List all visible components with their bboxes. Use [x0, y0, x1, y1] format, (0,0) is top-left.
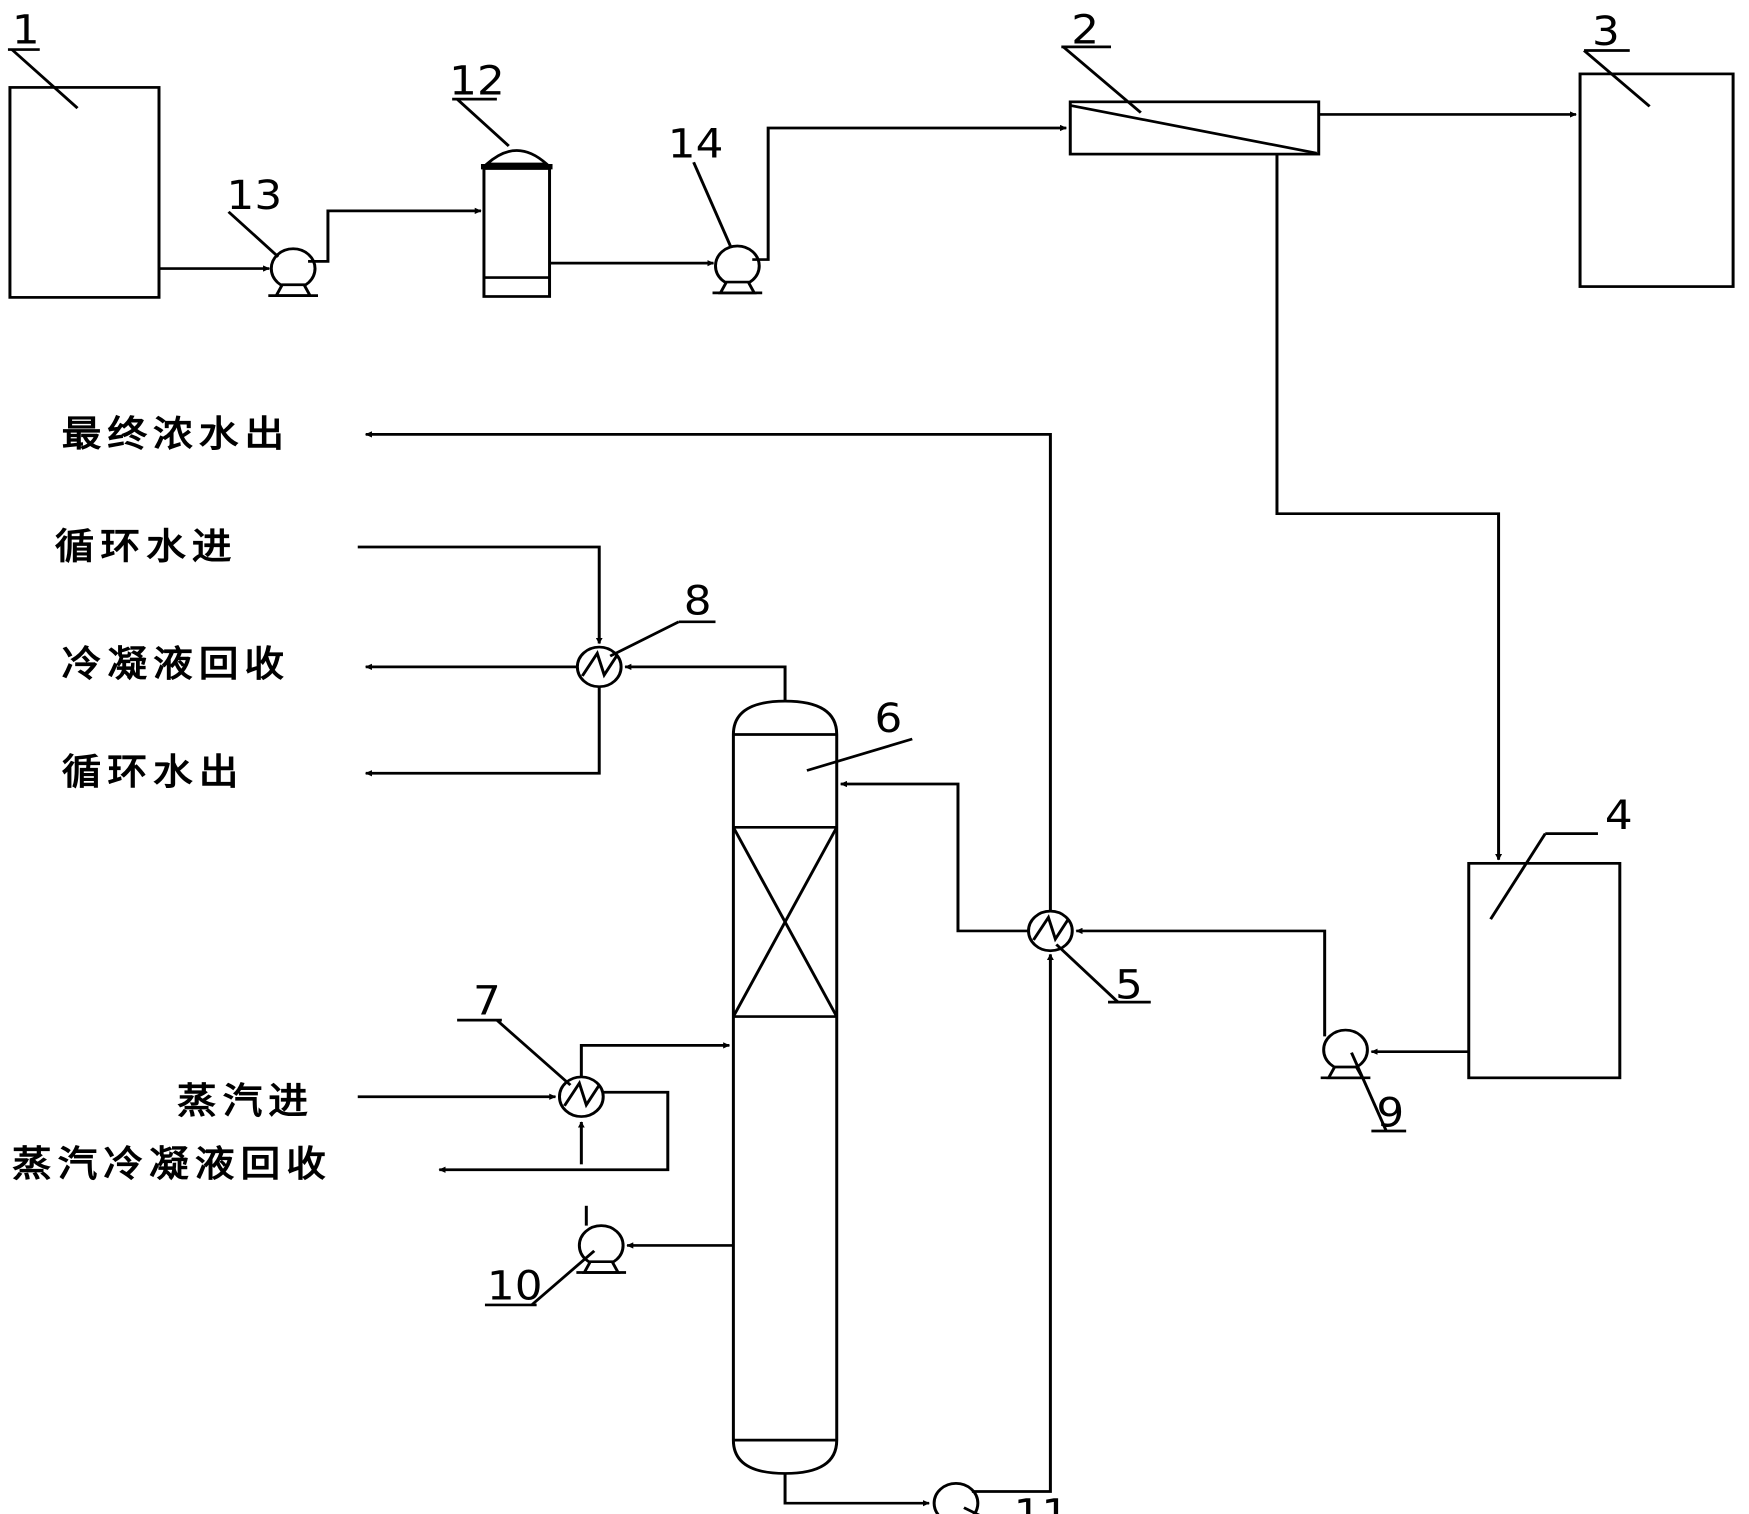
pipe-pump-11-to-hx-5 [971, 953, 1054, 1493]
pump-13: 13 [227, 172, 318, 297]
label-5: 5 [1115, 961, 1143, 1008]
reboiler-7: 7 [457, 978, 605, 1118]
label-10: 10 [487, 1262, 543, 1309]
tank-4: 4 [1467, 792, 1633, 1080]
label-cooling-water-in: 循环水进 [55, 525, 238, 568]
label-3: 3 [1592, 8, 1620, 55]
label-8: 8 [684, 578, 712, 625]
label-cooling-water-out: 循环水出 [62, 750, 245, 793]
label-12: 12 [449, 58, 505, 105]
pump-11: 11 [932, 1482, 1070, 1514]
label-steam-in: 蒸汽进 [177, 1079, 314, 1122]
label-7: 7 [473, 978, 501, 1025]
condenser-8: 8 [575, 578, 716, 689]
label-6: 6 [875, 695, 903, 742]
label-condensate-recovery: 冷凝液回收 [62, 642, 291, 685]
piping [159, 111, 1577, 1249]
tank-1: 1 [7, 6, 161, 299]
label-11: 11 [1014, 1490, 1070, 1514]
filter-12: 12 [449, 58, 553, 298]
label-13: 13 [227, 172, 283, 219]
column-6: 6 [731, 695, 913, 1475]
heat-exchanger-5: 5 [1027, 909, 1151, 1008]
pipe-column-bottom-to-pump-11 [783, 1473, 930, 1507]
label-4: 4 [1605, 792, 1633, 839]
label-2: 2 [1071, 6, 1099, 53]
pump-10: 10 [484, 1224, 627, 1309]
membrane-unit-2: 2 [1061, 6, 1321, 156]
pump-9: 9 [1320, 1028, 1407, 1136]
tank-3: 3 [1578, 8, 1735, 288]
label-steam-condensate-recovery: 蒸汽冷凝液回收 [12, 1142, 332, 1185]
label-final-concentrate-out: 最终浓水出 [62, 412, 291, 455]
pump-14: 14 [668, 121, 763, 295]
label-14: 14 [668, 121, 724, 168]
label-1: 1 [12, 6, 40, 53]
label-9: 9 [1376, 1089, 1404, 1136]
